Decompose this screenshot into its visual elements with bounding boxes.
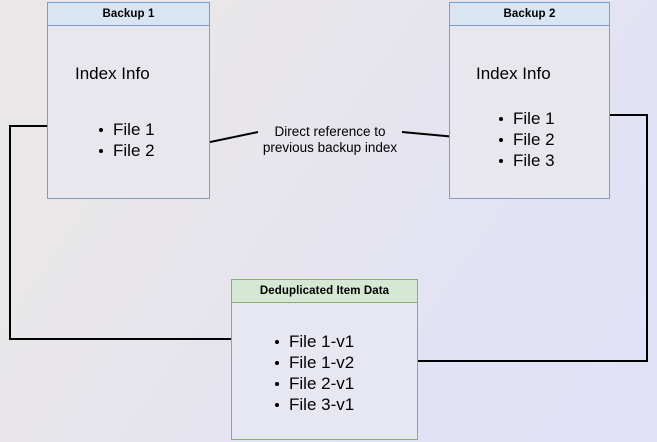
- list-item: File 1-v2: [274, 352, 354, 373]
- edge-label-direct-reference: Direct reference to previous backup inde…: [262, 124, 398, 155]
- node-backup-2-subtitle: Index Info: [476, 64, 551, 83]
- list-item: File 2: [498, 129, 555, 150]
- node-backup-2-body: Index Info File 1 File 2 File 3: [450, 26, 609, 198]
- list-item: File 2: [98, 140, 155, 161]
- node-backup-1-body: Index Info File 1 File 2: [48, 26, 209, 198]
- node-deduplicated-item-data[interactable]: Deduplicated Item Data File 1-v1 File 1-…: [231, 279, 418, 440]
- node-backup-1-header: Backup 1: [48, 3, 209, 26]
- node-deduplicated-item-data-body: File 1-v1 File 1-v2 File 2-v1 File 3-v1: [232, 303, 417, 439]
- node-backup-2-header: Backup 2: [450, 3, 609, 26]
- node-backup-1-subtitle: Index Info: [75, 64, 150, 83]
- node-backup-1[interactable]: Backup 1 Index Info File 1 File 2: [47, 2, 210, 199]
- node-deduplicated-item-data-header: Deduplicated Item Data: [232, 280, 417, 303]
- list-item: File 3-v1: [274, 394, 354, 415]
- list-item: File 1: [98, 119, 155, 140]
- list-item: File 2-v1: [274, 373, 354, 394]
- node-deduplicated-item-data-file-list: File 1-v1 File 1-v2 File 2-v1 File 3-v1: [274, 331, 354, 415]
- list-item: File 1-v1: [274, 331, 354, 352]
- node-backup-2[interactable]: Backup 2 Index Info File 1 File 2 File 3: [449, 2, 610, 199]
- list-item: File 3: [498, 150, 555, 171]
- node-backup-1-file-list: File 1 File 2: [98, 119, 155, 161]
- node-backup-2-file-list: File 1 File 2 File 3: [498, 108, 555, 171]
- list-item: File 1: [498, 108, 555, 129]
